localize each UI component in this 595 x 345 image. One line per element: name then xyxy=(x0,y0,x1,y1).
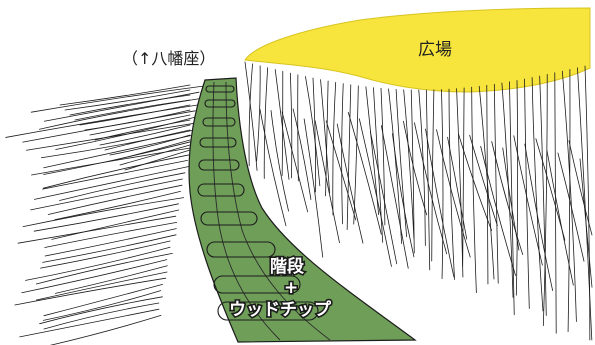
plaza-label: 広場 xyxy=(418,40,452,60)
path-label-woodchip: ウッドチップ xyxy=(229,299,332,320)
direction-label: （↑八幡座） xyxy=(122,49,215,68)
path-label-plus: + xyxy=(284,278,298,298)
path-label-stairs: 階段 xyxy=(270,256,304,277)
